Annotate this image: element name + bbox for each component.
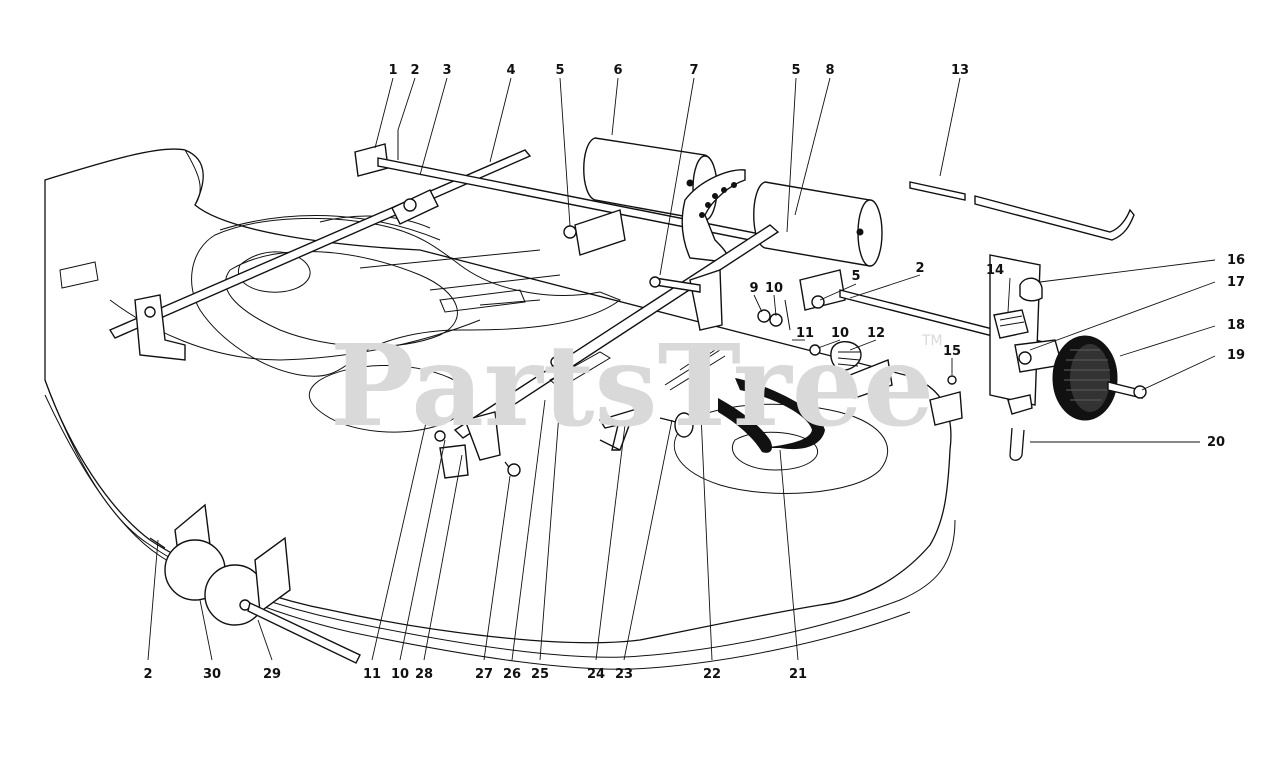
bracket-plate-5-left	[574, 209, 626, 256]
callout-21: 21	[789, 667, 807, 682]
callout-17: 17	[1227, 275, 1245, 290]
callout-25: 25	[531, 667, 549, 682]
callout-20: 20	[1207, 435, 1225, 450]
washer-5-mid	[811, 295, 825, 309]
callout-14: 14	[986, 263, 1004, 278]
callout-5: 5	[555, 63, 564, 78]
callout-11b: 11	[363, 667, 381, 682]
leader-lines	[147, 77, 1216, 661]
callout-4: 4	[506, 63, 515, 78]
adjust-holes	[699, 182, 737, 218]
callout-7: 7	[689, 63, 698, 78]
callout-12: 12	[867, 326, 885, 341]
callout-10: 10	[765, 281, 783, 296]
callout-2b: 2	[915, 261, 924, 276]
roller-8	[753, 181, 883, 267]
drive-belt	[191, 217, 622, 377]
spring-assembly-12	[664, 299, 893, 399]
callout-18: 18	[1227, 318, 1245, 333]
callout-10c: 10	[391, 667, 409, 682]
callout-13: 13	[951, 63, 969, 78]
callout-2c: 2	[143, 667, 152, 682]
watermark-trademark: TM	[921, 333, 943, 349]
bolt-19-head	[1133, 385, 1147, 399]
callout-6: 6	[613, 63, 622, 78]
callout-10b: 10	[831, 326, 849, 341]
nut-17	[1018, 351, 1032, 365]
callout-15: 15	[943, 344, 961, 359]
callout-16: 16	[1227, 253, 1245, 268]
callout-8: 8	[825, 63, 834, 78]
callout-29: 29	[263, 667, 281, 682]
wheel-18	[1052, 335, 1118, 421]
front-gauge-wheels-30	[149, 503, 361, 664]
callout-3: 3	[442, 63, 451, 78]
lever-rod-24	[599, 439, 621, 451]
callout-23: 23	[615, 667, 633, 682]
bracket-plate-5-right	[799, 269, 846, 311]
callout-30: 30	[203, 667, 221, 682]
callout-26: 26	[503, 667, 521, 682]
callout-labels: 1 2 3 4 5 6 7 5 8 13 16 17 14 2 5 9 10 1…	[143, 63, 1245, 682]
knob-23	[674, 412, 694, 438]
washer-5-left	[563, 225, 577, 239]
pin-7-head	[649, 276, 661, 288]
callout-5b: 5	[791, 63, 800, 78]
callout-2: 2	[410, 63, 419, 78]
callout-1: 1	[388, 63, 397, 78]
callout-9: 9	[749, 281, 758, 296]
bracket-20	[1007, 394, 1033, 415]
nut-15	[947, 375, 957, 385]
watermark: PartsTree	[330, 321, 934, 452]
callout-28: 28	[415, 667, 433, 682]
callout-22: 22	[703, 667, 721, 682]
rear-rod-13	[909, 181, 1135, 241]
knob-23-shaft	[659, 417, 677, 423]
callout-27: 27	[475, 667, 493, 682]
u-bolt-20	[1009, 427, 1025, 461]
deck-bracket-right	[929, 391, 963, 426]
front-pivot-rod-4	[108, 149, 532, 361]
callout-19: 19	[1227, 348, 1245, 363]
belt-guard-21	[735, 378, 825, 450]
callout-24: 24	[587, 667, 605, 682]
callout-11: 11	[796, 326, 814, 341]
callout-5c: 5	[851, 269, 860, 284]
belt-guard-22	[718, 398, 773, 453]
